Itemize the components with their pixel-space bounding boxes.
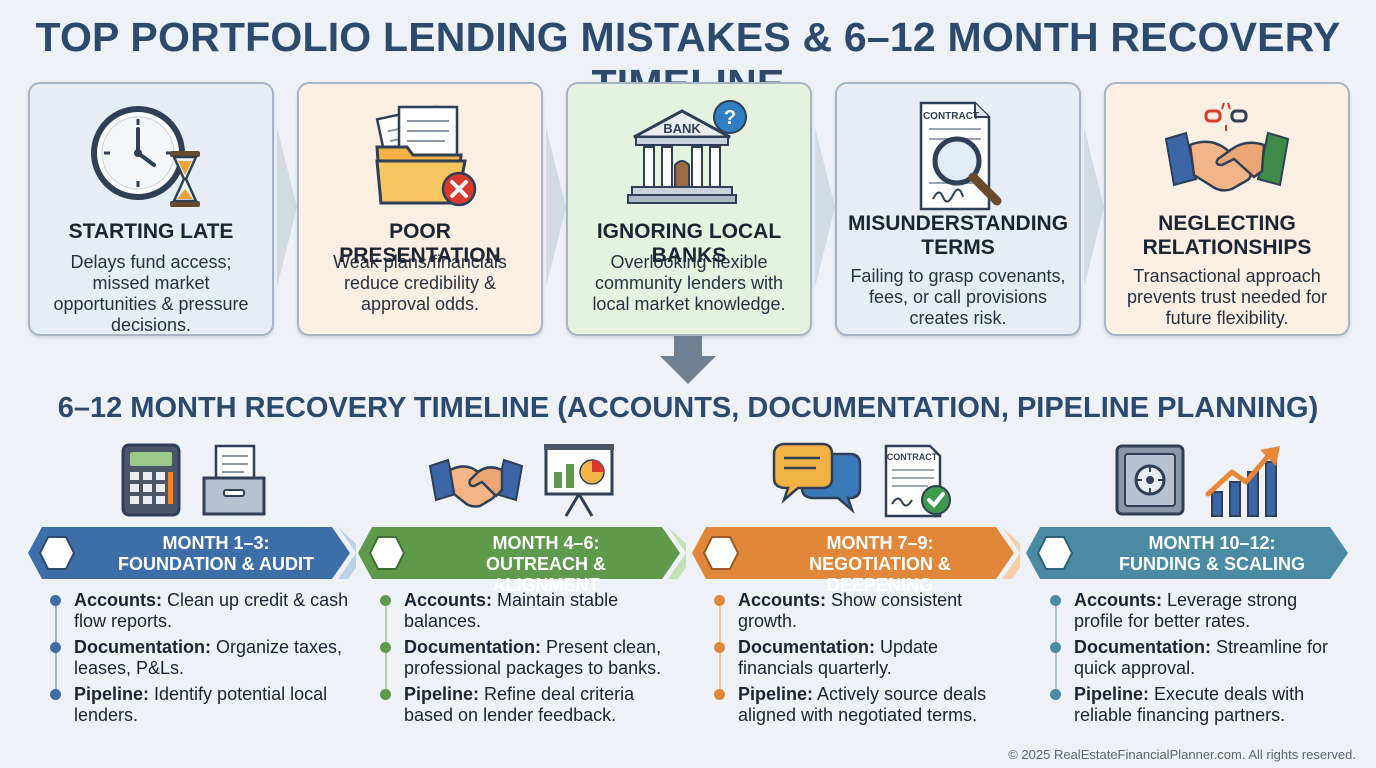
item-text: Streamline for quick approval. [1074,637,1329,678]
phase-2-icons [428,440,616,520]
contract-label: CONTRACT [887,452,938,462]
item-label: Accounts: [738,590,827,610]
list-item: Accounts: Maintain stable balances. [380,590,680,632]
svg-text:?: ? [724,107,736,129]
calculator-icon [121,443,181,517]
item-label: Pipeline: [1074,684,1150,704]
safe-icon [1115,444,1185,516]
item-label: Accounts: [404,590,493,610]
clock-hourglass-icon [30,94,272,216]
list-item: Pipeline: Refine deal criteria based on … [380,684,680,726]
mistake-description: Delays fund access; missed market opport… [53,252,249,335]
mistake-title: STARTING LATE [68,220,234,243]
item-text: Leverage strong profile for better rates… [1074,590,1298,631]
phase-label: MONTH 4–6: [492,533,600,553]
mistake-card-poor-presentation: POOR PRESENTATION Weak plans/financials … [297,82,543,336]
phase-banner-1: MONTH 1–3:FOUNDATION & AUDIT [26,527,356,579]
item-label: Pipeline: [738,684,814,704]
copyright-notice: © 2025 RealEstateFinancialPlanner.com. A… [1008,747,1356,762]
item-label: Documentation: [404,637,541,657]
mistake-card-neglecting-relationships: NEGLECTING RELATIONSHIPS Transactional a… [1104,82,1350,336]
chevron-right-icon [1084,127,1104,287]
phase-label: MONTH 7–9: [826,533,934,553]
list-item: Documentation: Organize taxes, leases, P… [50,637,350,679]
phase-3-list: Accounts: Show consistent growth. Docume… [714,590,1014,731]
phase-name: NEGOTIATION & DEEPENING [809,554,951,595]
item-text: Actively source deals aligned with negot… [738,684,987,725]
contract-label: CONTRACT [923,111,979,122]
item-text: Refine deal criteria based on lender fee… [404,684,635,725]
list-item: Documentation: Streamline for quick appr… [1050,637,1350,679]
phase-banner-4: MONTH 10–12:FUNDING & SCALING [1024,527,1350,579]
item-text: Execute deals with reliable financing pa… [1074,684,1305,725]
list-item: Pipeline: Actively source deals aligned … [714,684,1014,726]
growth-chart-icon [1205,446,1280,517]
list-item: Documentation: Update financials quarter… [714,637,1014,679]
item-label: Accounts: [74,590,163,610]
broken-handshake-icon [1106,94,1348,216]
bank-label: BANK [663,121,701,136]
phase-banner-3: MONTH 7–9:NEGOTIATION & DEEPENING [690,527,1020,595]
item-label: Accounts: [1074,590,1163,610]
item-text: Identify potential local lenders. [74,684,328,725]
mistake-title: POOR PRESENTATION [339,220,501,267]
contract-magnifier-icon: CONTRACT [837,94,1079,216]
file-cabinet-icon [202,444,266,516]
timeline-subtitle: 6–12 MONTH RECOVERY TIMELINE (ACCOUNTS, … [57,392,1319,424]
mistake-description: Transactional approach prevents trust ne… [1126,266,1328,328]
item-text: Show consistent growth. [738,590,963,631]
mistake-card-misunderstanding-terms: CONTRACT MISUNDERSTANDING TERMS Failing … [835,82,1081,336]
chat-bubbles-icon [772,442,862,514]
item-label: Pipeline: [74,684,150,704]
phase-2-list: Accounts: Maintain stable balances. Docu… [380,590,680,731]
chevron-right-icon [546,127,566,287]
list-item: Pipeline: Identify potential local lende… [50,684,350,726]
handshake-icon [428,458,524,508]
chevron-right-icon [277,127,297,287]
phase-3-icons: CONTRACT [772,440,954,520]
item-text: Organize taxes, leases, P&Ls. [74,637,343,678]
mistake-card-ignoring-local-banks: BANK ? IGNORING LOCAL BANKS Overlooking … [566,82,812,336]
list-item: Accounts: Show consistent growth. [714,590,1014,632]
phase-name: FUNDING & SCALING [1119,554,1305,574]
presentation-board-icon [544,444,614,517]
list-item: Documentation: Present clean, profession… [380,637,680,679]
phase-1-list: Accounts: Clean up credit & cash flow re… [50,590,350,731]
phase-4-list: Accounts: Leverage strong profile for be… [1050,590,1350,731]
phase-label: MONTH 10–12: [1148,533,1276,553]
list-item: Accounts: Leverage strong profile for be… [1050,590,1350,632]
mistake-description: Failing to grasp covenants, fees, or cal… [850,266,1066,328]
item-label: Documentation: [738,637,875,657]
phase-name: FOUNDATION & AUDIT [118,554,314,574]
list-item: Pipeline: Execute deals with reliable fi… [1050,684,1350,726]
contract-check-icon: CONTRACT [884,444,951,518]
mistake-title: IGNORING LOCAL BANKS [596,220,782,267]
mistake-description: Overlooking flexible community lenders w… [592,252,786,314]
mistake-title: NEGLECTING RELATIONSHIPS [1142,212,1312,259]
mistakes-row: STARTING LATE Delays fund access; missed… [28,82,1350,336]
item-label: Documentation: [1074,637,1211,657]
item-label: Documentation: [74,637,211,657]
mistake-card-starting-late: STARTING LATE Delays fund access; missed… [28,82,274,336]
arrow-down-icon [660,336,716,384]
bank-question-icon: BANK ? [568,94,810,216]
phase-banner-2: MONTH 4–6:OUTREACH & ALIGNMENT [356,527,686,595]
item-text: Clean up credit & cash flow reports. [74,590,349,631]
folder-error-icon [299,94,541,216]
mistake-title: MISUNDERSTANDING TERMS [847,212,1069,259]
phase-1-icons [120,440,268,520]
phase-label: MONTH 1–3: [162,533,270,553]
item-text: Maintain stable balances. [404,590,619,631]
item-text: Update financials quarterly. [738,637,939,678]
chevron-right-icon [815,127,835,287]
item-label: Pipeline: [404,684,480,704]
list-item: Accounts: Clean up credit & cash flow re… [50,590,350,632]
item-text: Present clean, professional packages to … [404,637,662,678]
phase-name: OUTREACH & ALIGNMENT [486,554,606,595]
phase-4-icons [1114,440,1284,520]
mistake-description: Weak plans/financials reduce credibility… [333,252,507,314]
